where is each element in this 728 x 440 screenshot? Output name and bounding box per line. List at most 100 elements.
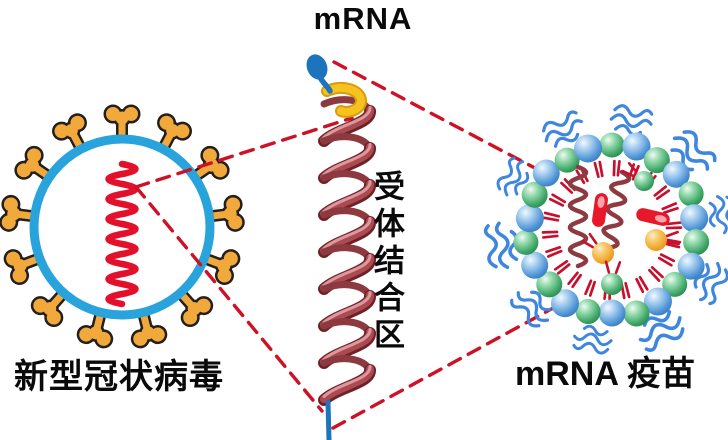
- lipid-head-blue: [680, 204, 709, 233]
- lipid-tail: [588, 232, 598, 245]
- encapsulated-mrna-strand: [597, 169, 632, 261]
- lipid-tail: [571, 273, 583, 289]
- cap-stem: [318, 76, 333, 94]
- lipid-tail: [553, 259, 569, 271]
- lipid-head-blue: [532, 159, 560, 187]
- inner-green-ball: [634, 171, 654, 191]
- mrna-helix-illustration: [306, 54, 376, 440]
- lipid-tail: [662, 206, 679, 215]
- lipid-head-blue: [677, 252, 705, 280]
- inner-green-ball: [601, 273, 623, 295]
- lipid-tail: [548, 197, 565, 207]
- lipid-head-blue: [515, 204, 544, 233]
- lipid-tail: [666, 240, 680, 246]
- lipid-tail: [624, 281, 631, 299]
- lipid-tail: [614, 261, 622, 275]
- lipid-tail: [588, 280, 597, 297]
- lipid-head-green: [643, 147, 670, 174]
- lipid-head-green: [599, 132, 625, 158]
- mrna-vaccine-label: mRNA 疫苗: [515, 355, 696, 393]
- lipid-tail: [638, 275, 649, 291]
- lipid-tail: [551, 193, 567, 204]
- helix-front-strand-highlight: [322, 365, 372, 398]
- lipid-tail: [621, 169, 635, 178]
- lipid-tail: [545, 245, 562, 254]
- inner-orange-ball: [645, 229, 667, 251]
- lipid-tail: [648, 268, 661, 282]
- lipid-tail: [665, 221, 682, 226]
- lipid-head-green: [623, 300, 650, 327]
- lipid-tail: [664, 238, 682, 244]
- lipid-tail: [556, 263, 571, 275]
- helix-front-strand-highlight: [322, 143, 372, 176]
- peg-squiggle-icon: [705, 193, 728, 236]
- lipid-tail: [567, 271, 579, 286]
- lipid-head-green: [536, 271, 563, 298]
- inner-orange-ball: [592, 242, 614, 264]
- lipid-head-blue: [622, 132, 651, 161]
- receptor-binding-region-label: 受体结合区: [369, 170, 404, 355]
- lipid-tail: [659, 253, 676, 263]
- helix-front-strand-highlight: [322, 217, 372, 250]
- lipid-tail: [593, 161, 600, 179]
- helix-front-strand-highlight: [322, 328, 372, 361]
- viral-rna-strand: [105, 160, 139, 308]
- helix-front-strand-highlight: [322, 180, 372, 213]
- lipid-head-green: [683, 229, 710, 256]
- lipid-tail: [581, 240, 594, 249]
- lipid-head-blue: [574, 134, 603, 163]
- lipid-head-green: [575, 299, 601, 325]
- lipid-tail: [560, 181, 574, 194]
- lipid-head-blue: [598, 299, 626, 327]
- lipid-head-green: [554, 147, 580, 173]
- lipid-tail: [653, 185, 668, 197]
- lipid-head-blue: [643, 287, 672, 316]
- coronavirus-label: 新型冠状病毒: [14, 358, 224, 396]
- lipid-tail: [598, 160, 604, 178]
- lipid-tail: [657, 256, 673, 267]
- five-prime-yellow-segment-face: [323, 84, 365, 116]
- lipid-tail: [661, 202, 678, 211]
- red-capsule-shine: [654, 215, 667, 223]
- lipid-head-green: [662, 271, 688, 297]
- lipid-tail: [665, 230, 679, 238]
- callout-line-virus-to-helix-top: [134, 116, 354, 189]
- lipid-tail: [627, 162, 638, 174]
- peg-squiggle-icon: [607, 102, 655, 140]
- lipid-head-blue: [521, 251, 549, 279]
- lipid-tail: [635, 277, 645, 294]
- lipid-tail: [546, 249, 563, 258]
- mrna-label: mRNA: [313, 1, 413, 36]
- five-prime-cap: [306, 54, 328, 80]
- lipid-tail: [604, 260, 611, 274]
- lipid-tail: [650, 266, 664, 279]
- encapsulated-mrna-strand-path: [597, 169, 632, 261]
- vaccine-nanoparticle-illustration: [482, 102, 728, 356]
- helix-front-strand-highlight: [322, 291, 372, 324]
- lipid-tail: [542, 234, 559, 239]
- helix-front-strand-highlight: [322, 106, 372, 139]
- encapsulated-mrna-strand: [567, 164, 589, 269]
- lipid-head-blue: [662, 160, 690, 188]
- lipid-tail: [584, 279, 593, 296]
- lipid-head-green: [678, 181, 704, 207]
- lipid-tail: [543, 211, 561, 218]
- lipid-tail: [655, 189, 671, 201]
- peg-squiggle-icon: [571, 322, 615, 356]
- lipid-head-blue: [550, 289, 579, 318]
- lipid-head-green: [513, 229, 539, 255]
- red-capsule-body: [636, 208, 670, 226]
- lipid-tail: [663, 242, 681, 249]
- red-capsule: [636, 208, 670, 226]
- red-capsule-shine: [597, 196, 605, 209]
- callout-line-virus-to-helix-bottom: [134, 185, 324, 413]
- helix-front-strand-highlight: [322, 254, 372, 287]
- poly-a-tail: [325, 399, 332, 440]
- lipid-tail: [542, 216, 560, 222]
- lipid-tail: [616, 160, 621, 177]
- coronavirus-illustration: [1, 107, 243, 347]
- lipid-head-green: [521, 181, 548, 208]
- red-capsule: [592, 193, 608, 227]
